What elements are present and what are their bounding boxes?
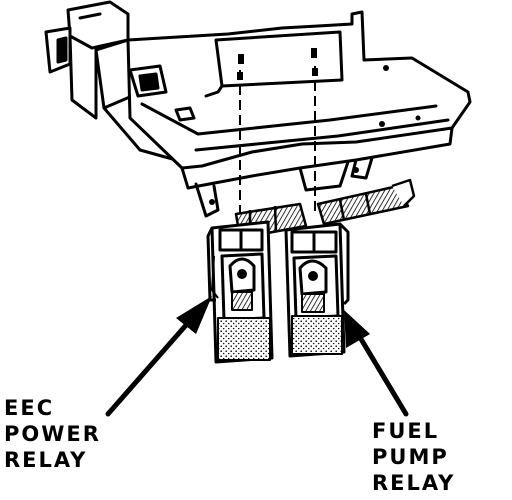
eec-power-relay — [206, 220, 274, 364]
eec-label-line-2: POWER — [4, 422, 101, 446]
fuel-label-line-2: PUMP — [372, 445, 449, 469]
fuel-pump-relay-label: FUEL PUMP RELAY — [372, 418, 455, 496]
fuel-pump-relay — [284, 222, 350, 358]
eec-label-line-1: EEC — [4, 396, 55, 420]
eec-label-line-3: RELAY — [4, 448, 88, 472]
fuel-label-line-1: FUEL — [372, 419, 440, 443]
fuel-label-line-3: RELAY — [372, 471, 456, 495]
eec-relay-pointer-arrow — [105, 296, 212, 417]
fuel-relay-pointer-arrow — [344, 310, 409, 417]
eec-power-relay-label: EEC POWER RELAY — [4, 395, 101, 473]
mounting-bracket — [44, 0, 472, 218]
alignment-guides — [239, 66, 316, 218]
